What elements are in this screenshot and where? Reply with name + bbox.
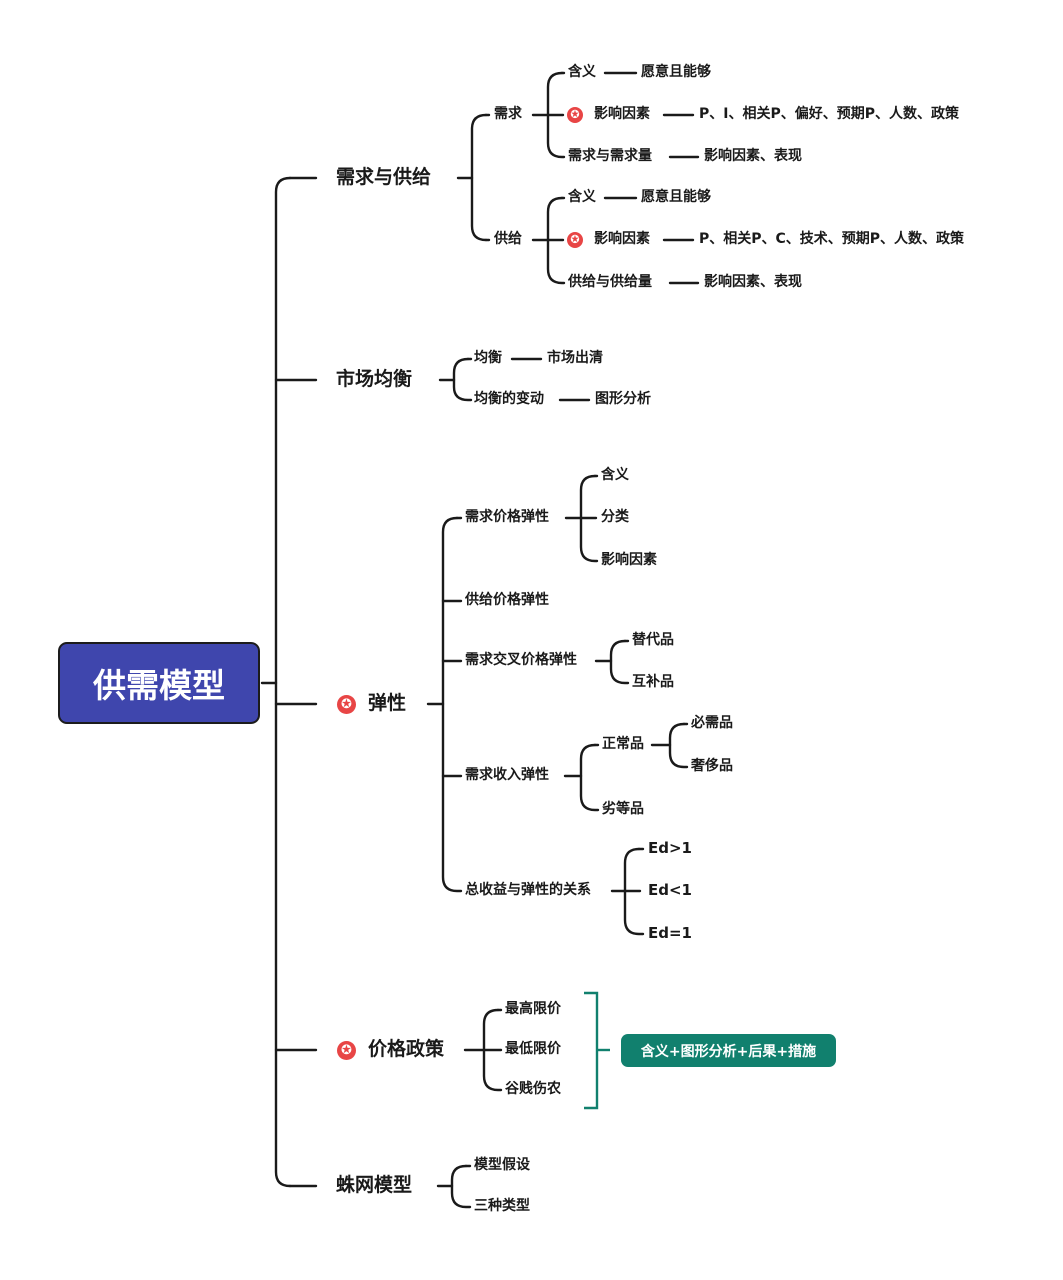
node-ped-meaning[interactable]: 含义 [601, 467, 629, 483]
node-demand-quantity[interactable]: 需求与需求量 [568, 148, 652, 164]
node-complements[interactable]: 互补品 [632, 674, 674, 690]
node-supply[interactable]: 供给 [494, 231, 522, 247]
branch-price-policy[interactable]: 价格政策 [368, 1038, 445, 1060]
node-demand-factors-detail[interactable]: P、I、相关P、偏好、预期P、人数、政策 [699, 106, 959, 122]
node-price-elasticity-demand[interactable]: 需求价格弹性 [465, 509, 549, 525]
node-ed-eq-1[interactable]: Ed=1 [648, 924, 692, 942]
node-substitutes[interactable]: 替代品 [632, 632, 674, 648]
node-supply-meaning[interactable]: 含义 [568, 189, 596, 205]
branch-elasticity[interactable]: 弹性 [368, 692, 407, 714]
node-equilibrium-detail[interactable]: 市场出清 [547, 350, 603, 366]
node-model-assumptions[interactable]: 模型假设 [474, 1157, 530, 1173]
node-equilibrium[interactable]: 均衡 [474, 350, 502, 366]
node-necessities[interactable]: 必需品 [691, 715, 733, 731]
node-demand-meaning[interactable]: 含义 [568, 64, 596, 80]
node-equilibrium-change-detail[interactable]: 图形分析 [595, 391, 651, 407]
node-normal-goods[interactable]: 正常品 [602, 736, 644, 752]
node-cross-elasticity[interactable]: 需求交叉价格弹性 [465, 652, 577, 668]
star-badge-icon: ✪ [567, 107, 583, 123]
branch-demand-supply[interactable]: 需求与供给 [336, 166, 432, 188]
star-badge-icon: ✪ [337, 1041, 356, 1060]
node-supply-factors[interactable]: 影响因素 [594, 231, 650, 247]
node-supply-meaning-detail[interactable]: 愿意且能够 [641, 189, 711, 205]
node-equilibrium-change[interactable]: 均衡的变动 [474, 391, 544, 407]
node-supply-quantity-detail[interactable]: 影响因素、表现 [704, 274, 802, 290]
node-ed-lt-1[interactable]: Ed<1 [648, 881, 692, 899]
node-price-elasticity-supply[interactable]: 供给价格弹性 [465, 592, 549, 608]
node-ped-classification[interactable]: 分类 [601, 509, 629, 525]
node-price-ceiling[interactable]: 最高限价 [505, 1001, 561, 1017]
node-supply-factors-detail[interactable]: P、相关P、C、技术、预期P、人数、政策 [699, 231, 965, 247]
node-three-types[interactable]: 三种类型 [474, 1198, 530, 1214]
node-demand[interactable]: 需求 [494, 106, 522, 122]
node-price-floor[interactable]: 最低限价 [505, 1041, 561, 1057]
policy-summary-note[interactable]: 含义+图形分析+后果+措施 [621, 1034, 836, 1067]
node-ed-gt-1[interactable]: Ed>1 [648, 839, 692, 857]
node-luxuries[interactable]: 奢侈品 [691, 758, 733, 774]
root-node[interactable]: 供需模型 [58, 642, 260, 724]
node-ped-factors[interactable]: 影响因素 [601, 552, 657, 568]
star-badge-icon: ✪ [337, 695, 356, 714]
node-inferior-goods[interactable]: 劣等品 [602, 801, 644, 817]
node-revenue-elasticity[interactable]: 总收益与弹性的关系 [465, 882, 591, 898]
node-income-elasticity[interactable]: 需求收入弹性 [465, 767, 549, 783]
node-cheap-grain-hurts-farmers[interactable]: 谷贱伤农 [505, 1081, 561, 1097]
star-badge-icon: ✪ [567, 232, 583, 248]
branch-market-equilibrium[interactable]: 市场均衡 [336, 368, 413, 390]
branch-cobweb-model[interactable]: 蛛网模型 [336, 1174, 413, 1196]
node-demand-meaning-detail[interactable]: 愿意且能够 [641, 64, 711, 80]
node-demand-factors[interactable]: 影响因素 [594, 106, 650, 122]
node-demand-quantity-detail[interactable]: 影响因素、表现 [704, 148, 802, 164]
node-supply-quantity[interactable]: 供给与供给量 [568, 274, 652, 290]
